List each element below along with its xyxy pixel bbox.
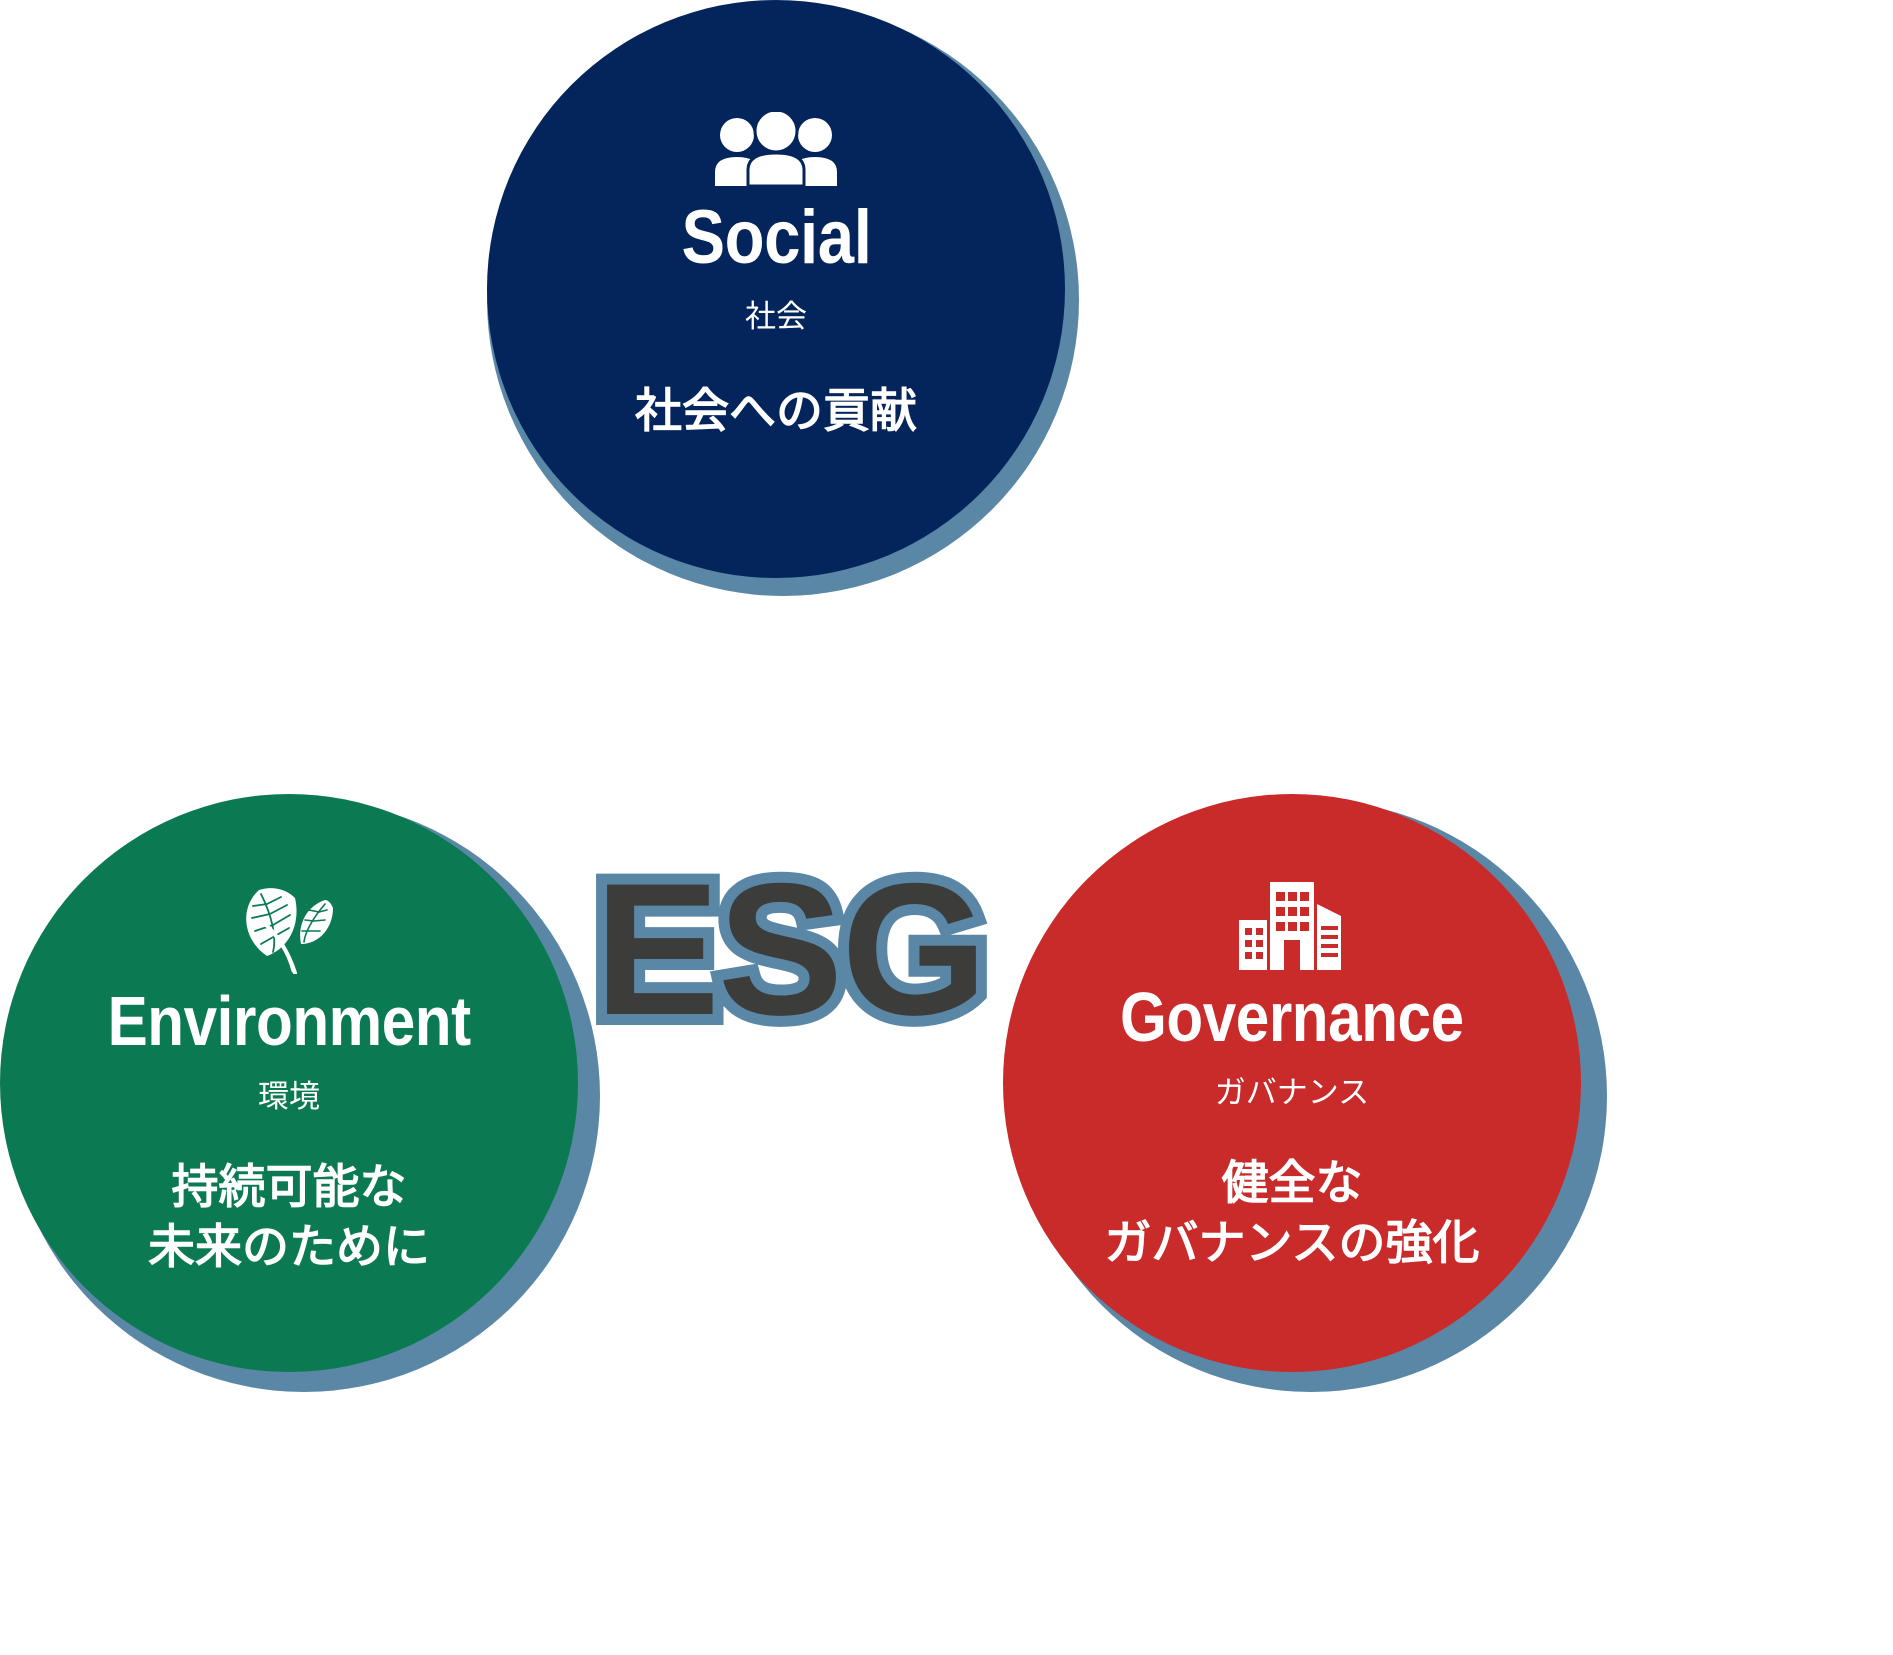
pillar-title-ja-governance: ガバナンス xyxy=(1214,1075,1370,1110)
pillar-tagline-environment: 持続可能な 未来のために xyxy=(148,1160,430,1274)
office-building-icon xyxy=(1237,878,1347,970)
pillar-social[interactable]: Social 社会 社会への貢献 xyxy=(487,0,1065,578)
pillar-title-en-social: Social xyxy=(681,195,871,280)
leaf-icon xyxy=(233,878,345,975)
pillar-title-ja-social: 社会 xyxy=(745,299,807,334)
pillar-title-en-governance: Governance xyxy=(1120,978,1464,1056)
people-group-icon xyxy=(715,108,837,188)
pillar-tagline-governance: 健全な ガバナンスの強化 xyxy=(1104,1156,1480,1270)
pillar-governance[interactable]: Governance ガバナンス 健全な ガバナンスの強化 xyxy=(1003,794,1581,1372)
pillar-tagline-social: 社会への貢献 xyxy=(635,384,917,438)
esg-wordmark: ESG xyxy=(583,844,998,1054)
pillar-title-ja-environment: 環境 xyxy=(258,1079,320,1114)
pillar-title-en-environment: Environment xyxy=(107,982,471,1060)
pillar-environment[interactable]: Environment 環境 持続可能な 未来のために xyxy=(0,794,578,1372)
